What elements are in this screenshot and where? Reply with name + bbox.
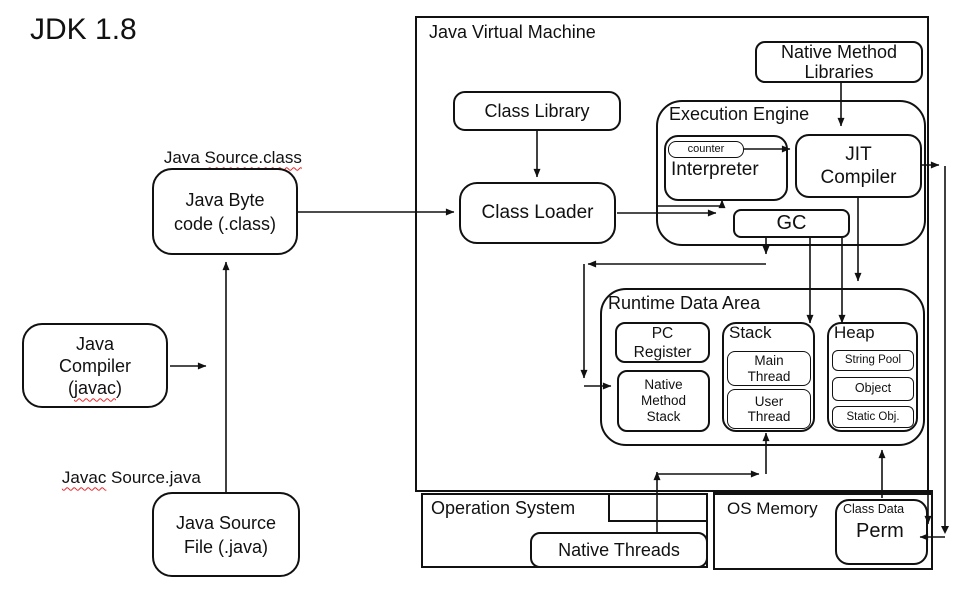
nml-line1: Native Method — [780, 42, 898, 62]
perm-box — [835, 499, 928, 565]
nms-line2: Method — [640, 393, 687, 408]
operation-system-notch — [608, 493, 708, 522]
compiler-flagged-text: javac — [73, 377, 117, 398]
main-thread-box: Main Thread — [727, 351, 811, 386]
native-method-stack-box: Native Method Stack — [617, 370, 710, 432]
byte-code-line1: Java Byte — [185, 189, 265, 210]
java-byte-code-box: Java Byte code (.class) — [152, 168, 298, 255]
pc-register-line1: PC — [651, 324, 674, 342]
user-thread-line2: Thread — [747, 409, 791, 424]
compiler-paren-open: ( — [67, 377, 74, 398]
counter-box: counter — [668, 141, 744, 158]
page-title: JDK 1.8 — [30, 13, 137, 46]
byte-code-line2: code (.class) — [173, 213, 277, 234]
jvm-title: Java Virtual Machine — [429, 22, 596, 42]
class-data-label: Class Data — [843, 502, 905, 516]
user-thread-line1: User — [754, 393, 784, 409]
compiler-paren-close: ) — [116, 377, 123, 398]
main-thread-line2: Thread — [747, 368, 791, 384]
execution-engine-title: Execution Engine — [669, 104, 810, 124]
runtime-data-area-title: Runtime Data Area — [608, 293, 761, 313]
class-loader-box: Class Loader — [459, 182, 616, 244]
heap-title: Heap — [834, 323, 875, 342]
jit-line1: JIT — [845, 144, 872, 165]
source-class-flagged-text: Source.class — [204, 147, 302, 167]
javac-command-label: Javac Source.java — [43, 450, 201, 506]
perm-label: Perm — [856, 520, 904, 542]
compiler-line3: (javac) — [68, 377, 122, 399]
operation-system-label: Operation System — [431, 498, 576, 518]
compiler-line2: Compiler — [58, 355, 132, 376]
jit-line2: Compiler — [820, 167, 897, 188]
compiler-line1: Java — [75, 333, 115, 354]
java-source-file-box: Java Source File (.java) — [152, 492, 300, 577]
java-compiler-box: Java Compiler (javac) — [22, 323, 168, 408]
source-file-line1: Java Source — [175, 512, 277, 533]
nms-line3: Stack — [646, 409, 681, 424]
user-thread-box: User Thread — [727, 389, 811, 429]
source-file-line2: File (.java) — [183, 536, 268, 557]
object-box: Object — [832, 377, 914, 401]
pc-register-box: PC Register — [615, 322, 710, 363]
nml-line2: Libraries — [804, 62, 874, 82]
interpreter-label: Interpreter — [671, 159, 759, 180]
jit-compiler-box: JIT Compiler — [795, 134, 922, 198]
nms-line1: Native — [644, 377, 683, 392]
class-library-box: Class Library — [453, 91, 621, 131]
string-pool-box: String Pool — [832, 350, 914, 371]
native-method-libraries-box: Native Method Libraries — [755, 41, 923, 83]
main-thread-line1: Main — [754, 353, 784, 368]
javac-suffix: Source.java — [106, 467, 201, 487]
javac-flagged-text: Javac — [61, 467, 107, 487]
stack-title: Stack — [729, 323, 772, 342]
os-memory-label: OS Memory — [727, 499, 818, 518]
source-class-label: Java Source.class — [145, 130, 302, 186]
static-obj-box: Static Obj. — [832, 406, 914, 428]
pc-register-line2: Register — [633, 343, 692, 361]
source-class-prefix: Java — [163, 147, 205, 167]
gc-box: GC — [733, 209, 850, 238]
native-threads-box: Native Threads — [530, 532, 708, 568]
